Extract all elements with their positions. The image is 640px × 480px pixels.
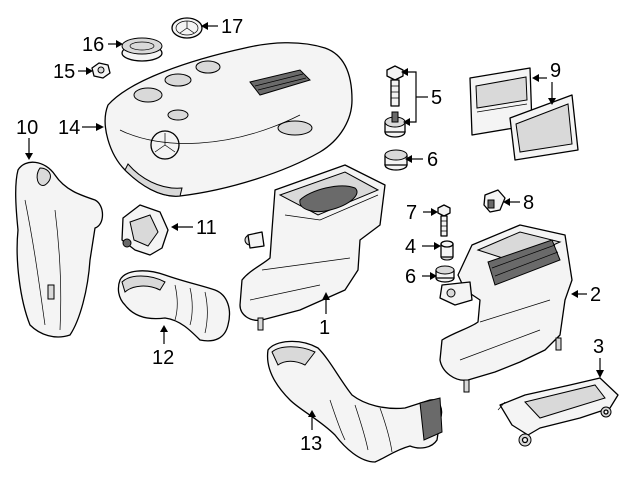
bracket-part-3: [497, 377, 619, 447]
callout-3: 3: [593, 336, 604, 358]
grommet-part-16: [121, 37, 163, 62]
intake-hose-part-12: [117, 270, 231, 342]
mount-part-5: [384, 111, 406, 138]
emblem-part-17: [171, 17, 203, 39]
callout-2: 2: [590, 284, 601, 306]
bracket-part-11: [121, 204, 169, 256]
callout-15: 15: [53, 61, 75, 83]
callout-14: 14: [58, 117, 80, 139]
air-filter-housing-part-1: [239, 164, 386, 331]
engine-cover-part-14: [104, 42, 353, 197]
intake-duct-part-13: [266, 340, 443, 463]
grommet-part-6-upper: [384, 149, 408, 171]
callout-7: 7: [406, 202, 417, 224]
callout-6-lower: 6: [405, 266, 416, 288]
callout-10: 10: [16, 117, 38, 139]
grommet-part-6-lower: [435, 265, 455, 283]
spacer-part-4: [440, 240, 454, 261]
callout-9: 9: [550, 60, 561, 82]
callout-1: 1: [319, 317, 330, 339]
callout-8: 8: [523, 192, 534, 214]
nut-part-15: [91, 62, 111, 79]
duct-part-10: [15, 161, 104, 338]
connector-part-8: [483, 189, 506, 213]
callout-17: 17: [221, 16, 243, 38]
callout-16: 16: [82, 34, 104, 56]
callout-5: 5: [431, 87, 442, 109]
callout-leaders: [25, 22, 604, 430]
callout-11: 11: [196, 217, 217, 239]
bolt-part-5: [386, 65, 404, 107]
callout-12: 12: [152, 347, 174, 369]
bolt-part-7: [437, 204, 451, 237]
callout-6-upper: 6: [427, 149, 438, 171]
air-filter-housing-part-2: [439, 224, 573, 393]
callout-labels: 1 2 3 4 5 6 6 7 8 9 10 11 12 13 14 15 16…: [16, 16, 604, 455]
callout-4: 4: [405, 236, 416, 258]
callout-13: 13: [300, 433, 322, 455]
filter-element-part-9-b: [509, 94, 579, 161]
